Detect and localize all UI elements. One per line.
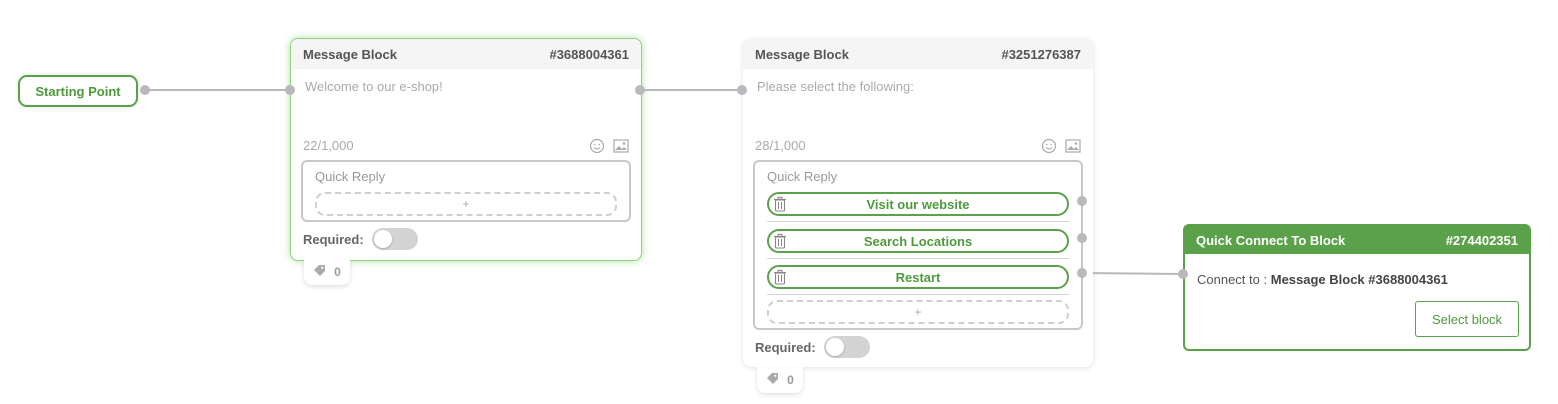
connect-target: Message Block #3688004361 (1270, 272, 1448, 287)
quick-connect-title: Quick Connect To Block (1196, 232, 1346, 248)
message-block-1[interactable]: Message Block #3688004361 Welcome to our… (290, 38, 642, 261)
select-block-label: Select block (1431, 311, 1503, 327)
block-id: #3251276387 (1001, 46, 1081, 62)
trash-icon[interactable] (773, 196, 787, 212)
add-label: + (462, 197, 470, 211)
quick-reply-label: Restart (895, 269, 941, 285)
quick-reply-title: Quick Reply (315, 169, 386, 184)
message-block-2[interactable]: Message Block #3251276387 Please select … (743, 39, 1093, 367)
divider (767, 258, 1069, 259)
divider (767, 221, 1069, 222)
required-toggle[interactable] (371, 228, 418, 250)
quick-reply-button-2[interactable]: Search Locations (767, 229, 1069, 253)
quick-connect-header: Quick Connect To Block #274402351 (1185, 226, 1529, 254)
emoji-icon[interactable] (589, 138, 605, 154)
quick-connect-block[interactable]: Quick Connect To Block #274402351 Connec… (1183, 224, 1531, 351)
block1-input-port[interactable] (285, 85, 295, 95)
tag-count: 0 (334, 265, 341, 279)
tag-chip-block2[interactable]: 0 (757, 367, 803, 393)
divider (767, 294, 1069, 295)
quick-reply-box: Quick Reply + (301, 160, 631, 222)
select-block-button[interactable]: Select block (1415, 301, 1519, 337)
image-icon[interactable] (1065, 138, 1081, 154)
emoji-icon[interactable] (1041, 138, 1057, 154)
required-row: Required: (303, 228, 418, 250)
quick-connect-id: #274402351 (1445, 232, 1518, 248)
quick-reply-label: Visit our website (866, 196, 970, 212)
block-header: Message Block #3251276387 (743, 39, 1093, 69)
message-text-input[interactable]: Please select the following: (757, 79, 914, 94)
quick-reply-button-3[interactable]: Restart (767, 265, 1069, 289)
toggle-knob (825, 338, 844, 356)
add-quick-reply-button[interactable]: + (315, 192, 617, 216)
block1-output-port[interactable] (635, 85, 645, 95)
tag-count: 0 (787, 373, 794, 387)
required-label: Required: (303, 231, 364, 247)
char-counter: 28/1,000 (755, 138, 806, 153)
block-title: Message Block (303, 46, 397, 62)
edge-restart-to-quick-connect (1081, 272, 1184, 275)
button-2-output-port[interactable] (1077, 233, 1087, 243)
add-quick-reply-button[interactable]: + (767, 300, 1069, 324)
connect-to-text: Connect to : Message Block #3688004361 (1197, 272, 1448, 287)
block2-input-port[interactable] (737, 85, 747, 95)
block-title: Message Block (755, 46, 849, 62)
image-icon[interactable] (613, 138, 629, 154)
quick-reply-box: Quick Reply Visit our website Search Loc… (753, 160, 1083, 330)
tag-chip-block1[interactable]: 0 (304, 259, 350, 285)
quick-reply-label: Search Locations (863, 233, 973, 249)
quick-reply-title: Quick Reply (767, 169, 838, 184)
toggle-knob (373, 230, 392, 248)
starting-point-node[interactable]: Starting Point (18, 75, 138, 107)
quick-connect-input-port[interactable] (1178, 269, 1188, 279)
starting-point-label: Starting Point (35, 83, 121, 99)
required-row: Required: (755, 336, 870, 358)
block-header: Message Block #3688004361 (291, 39, 641, 69)
quick-reply-button-1[interactable]: Visit our website (767, 192, 1069, 216)
required-toggle[interactable] (823, 336, 870, 358)
trash-icon[interactable] (773, 233, 787, 249)
start-output-port[interactable] (140, 85, 150, 95)
tag-icon (313, 264, 326, 280)
trash-icon[interactable] (773, 269, 787, 285)
button-3-output-port[interactable] (1077, 268, 1087, 278)
button-1-output-port[interactable] (1077, 196, 1087, 206)
message-text-input[interactable]: Welcome to our e-shop! (305, 79, 443, 94)
tag-icon (766, 372, 779, 388)
add-label: + (914, 305, 922, 319)
connect-prefix: Connect to : (1197, 272, 1268, 287)
block-id: #3688004361 (549, 46, 629, 62)
char-counter: 22/1,000 (303, 138, 354, 153)
required-label: Required: (755, 339, 816, 355)
